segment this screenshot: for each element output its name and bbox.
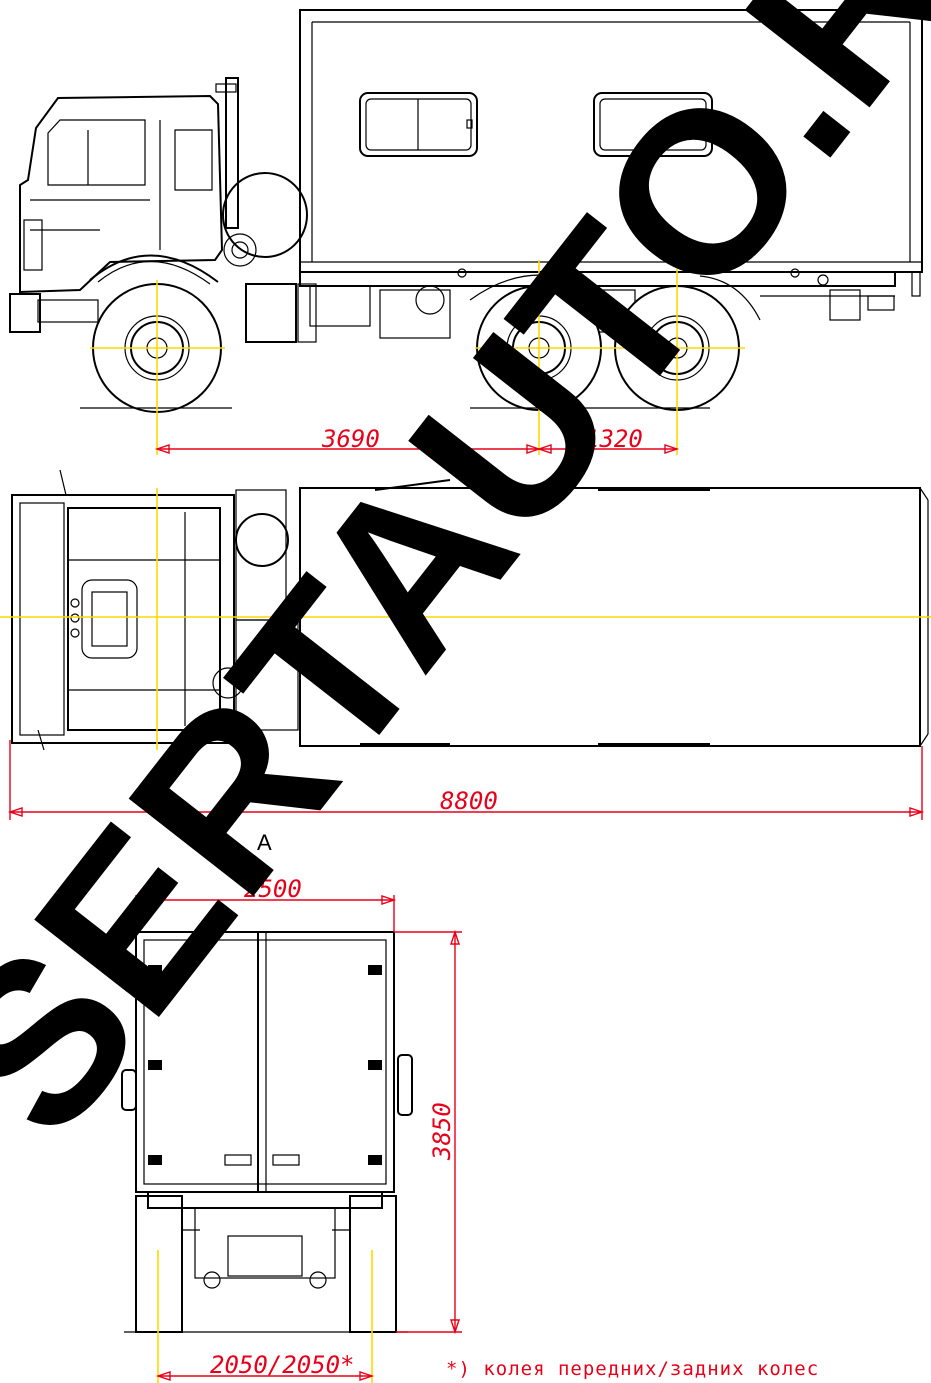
watermark: SERTAUTO.RU: [0, 0, 931, 1180]
rear-bogie-dimension: 1320: [585, 425, 643, 453]
height-dimension: 3850: [428, 1102, 456, 1161]
cab-outline: [19, 94, 224, 294]
cab-top: [11, 494, 235, 744]
top-view: 8800: [0, 469, 931, 820]
view-label: A: [257, 830, 272, 855]
side-view: 3690 1320: [9, 9, 923, 455]
side-window-rear: [593, 92, 713, 157]
overall-length-dimension: 8800: [440, 787, 498, 815]
rear-view: A: [121, 830, 819, 1383]
side-window-front: [359, 92, 478, 157]
wheelbase-dimension: 3690: [321, 425, 380, 453]
width-dimension: 2500: [244, 875, 302, 903]
track-footnote: *) колея передних/задних колес: [446, 1358, 819, 1380]
track-dimension: 2050/2050*: [210, 1351, 355, 1379]
